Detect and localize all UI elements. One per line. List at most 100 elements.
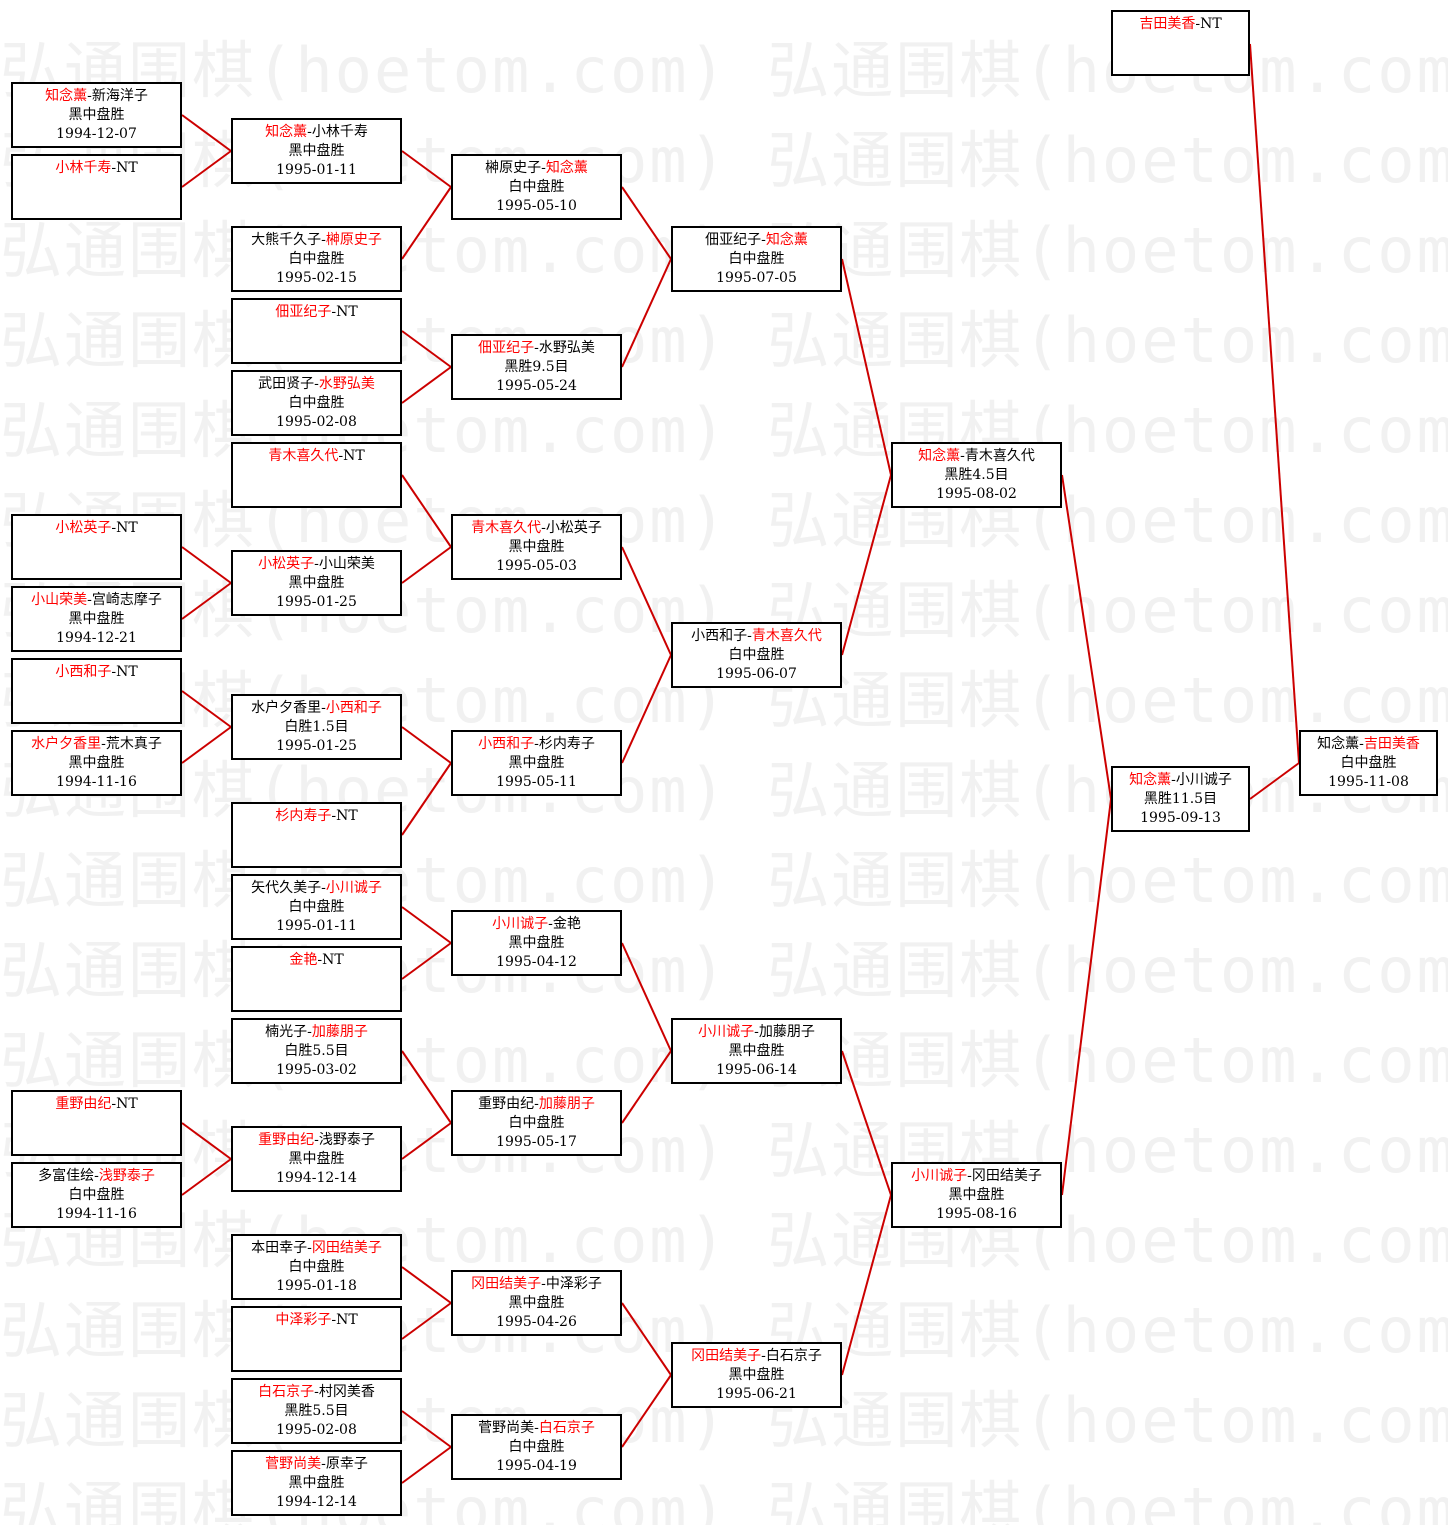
- match-result: 黑胜9.5目: [504, 359, 569, 375]
- connector-line: [401, 546, 452, 584]
- match-players: 杉内寿子-NT: [233, 807, 400, 826]
- match-players: 知念薰-青木喜久代: [893, 447, 1060, 466]
- match-players: 金艳-NT: [233, 951, 400, 970]
- match-date: [13, 557, 180, 576]
- player-separator: -: [541, 160, 546, 176]
- connector-line: [181, 546, 232, 584]
- player-black: 多富佳绘: [38, 1168, 95, 1184]
- match-date: [1113, 53, 1248, 72]
- match-date: [233, 845, 400, 864]
- match-box-r2e[interactable]: 青木喜久代-NT: [231, 442, 402, 508]
- match-box-r2c[interactable]: 佃亚纪子-NT: [231, 298, 402, 364]
- match-players: 榊原史子-知念薰: [453, 159, 620, 178]
- player-separator: -: [754, 1024, 759, 1040]
- match-box-r1c[interactable]: 小松英子-NT: [11, 514, 182, 580]
- match-box-r6b[interactable]: 吉田美香-NT: [1111, 10, 1250, 76]
- connector-line: [401, 1050, 452, 1124]
- player-black: 冈田结美子: [691, 1348, 762, 1364]
- player-separator: -: [111, 160, 117, 176]
- player-white: NT: [336, 304, 358, 320]
- player-black: 水户夕香里: [31, 736, 102, 752]
- player-black: 重野由纪: [478, 1096, 535, 1112]
- match-players: 水户夕香里-小西和子: [233, 699, 400, 718]
- player-white: 杉内寿子: [538, 736, 595, 752]
- player-separator: -: [331, 1312, 337, 1328]
- player-white: 小林千寿: [311, 124, 368, 140]
- match-players: 佃亚纪子-水野弘美: [453, 339, 620, 358]
- player-white: 加藤朋子: [758, 1024, 815, 1040]
- player-separator: -: [307, 1024, 312, 1040]
- player-separator: -: [534, 736, 539, 752]
- player-black: 小松英子: [55, 520, 112, 536]
- match-box-r2h[interactable]: 杉内寿子-NT: [231, 802, 402, 868]
- match-date: 1994-12-14: [276, 1170, 357, 1186]
- match-box-r2n[interactable]: 中泽彩子-NT: [231, 1306, 402, 1372]
- connector-line: [181, 1158, 232, 1196]
- connector-line: [401, 762, 452, 836]
- player-black: 佃亚纪子: [478, 340, 535, 356]
- match-date: 1995-05-11: [496, 774, 577, 790]
- match-players: 重野由纪-NT: [13, 1095, 180, 1114]
- player-white: NT: [322, 952, 344, 968]
- player-black: 重野由纪: [55, 1096, 112, 1112]
- match-date: [233, 1349, 400, 1368]
- match-result: 黑中盘胜: [288, 1151, 345, 1167]
- player-separator: -: [317, 952, 323, 968]
- connector-line: [401, 942, 452, 980]
- match-date: 1995-01-25: [276, 594, 357, 610]
- player-white: 小川诚子: [1175, 772, 1232, 788]
- player-white: 冈田结美子: [311, 1240, 382, 1256]
- player-separator: -: [541, 520, 546, 536]
- player-white: NT: [116, 520, 138, 536]
- player-white: 白石京子: [765, 1348, 822, 1364]
- match-box-r2j[interactable]: 金艳-NT: [231, 946, 402, 1012]
- player-white: 青木喜久代: [751, 628, 822, 644]
- match-box-r1e[interactable]: 小西和子-NT: [11, 658, 182, 724]
- player-white: NT: [1200, 16, 1222, 32]
- match-date: 1994-11-16: [56, 774, 137, 790]
- player-white: NT: [343, 448, 365, 464]
- match-result: 白中盘胜: [288, 395, 345, 411]
- match-box-r1g[interactable]: 重野由纪-NT: [11, 1090, 182, 1156]
- match-date: 1995-05-17: [496, 1134, 577, 1150]
- match-box-r1b[interactable]: 小林千寿-NT: [11, 154, 182, 220]
- match-players: 多富佳绘-浅野泰子: [13, 1167, 180, 1186]
- player-white: 宫崎志摩子: [91, 592, 162, 608]
- match-date: 1995-06-21: [716, 1386, 797, 1402]
- player-separator: -: [1171, 772, 1176, 788]
- connector-line: [401, 906, 452, 944]
- connector-line: [401, 726, 452, 764]
